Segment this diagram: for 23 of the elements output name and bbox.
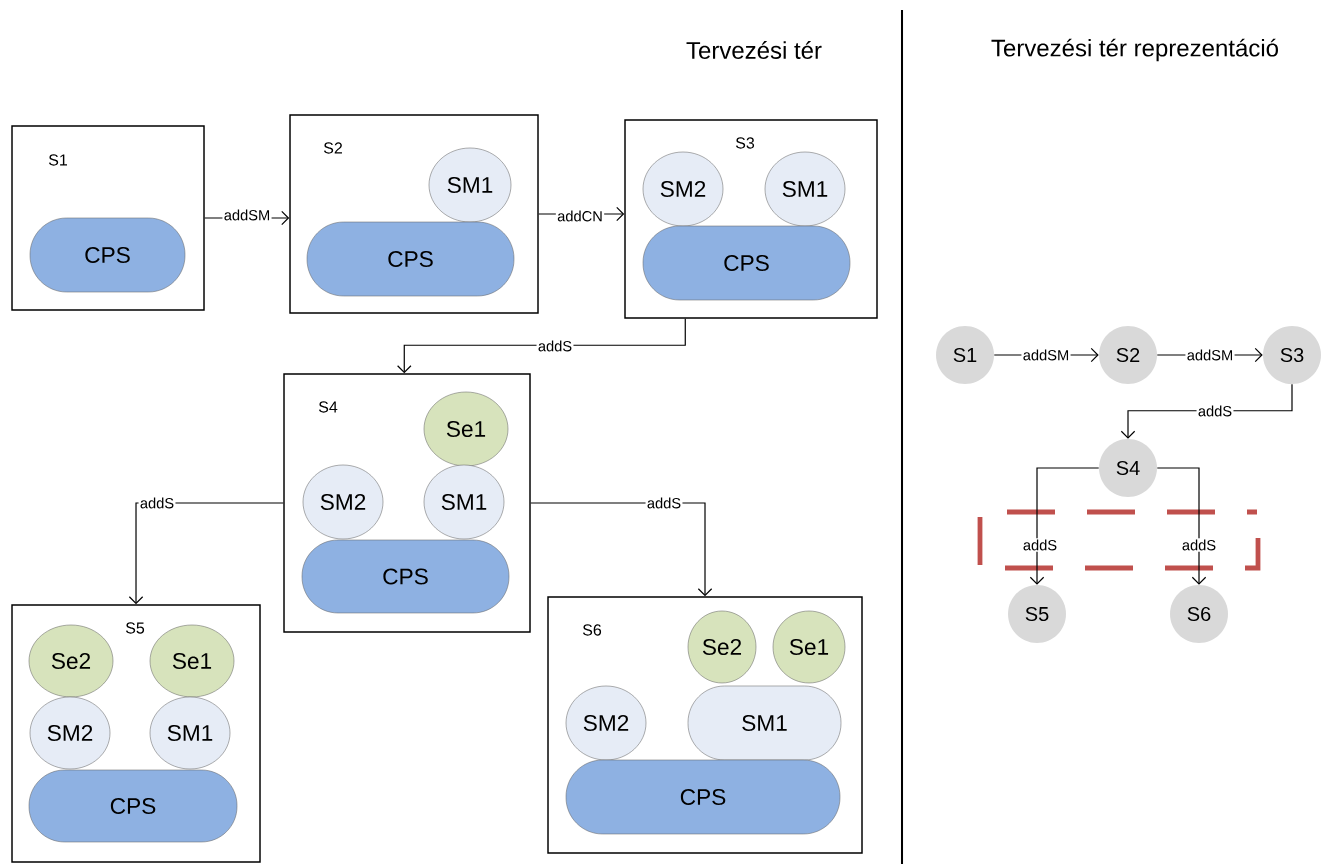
edge-label: addS [645,496,683,510]
arrow [397,318,686,374]
edge-label: addSM [222,208,272,222]
arrow [530,502,713,597]
cps-pill: CPS [642,225,851,301]
cps-pill: CPS [306,221,515,297]
module-pill: SM1 [687,685,842,761]
arrow [1029,467,1100,585]
cps-pill: CPS [301,539,510,614]
edge-label: addS [536,339,574,353]
edge-label: addSM [1185,348,1235,362]
cps-pill: CPS [29,217,186,293]
heading: Tervezési tér [686,41,822,59]
edge-label: addS [1196,404,1234,418]
edge-label: addSM [1021,348,1071,362]
edge-label: addS [138,496,176,510]
heading: Tervezési tér reprezentáció [991,38,1278,62]
edge-label: addS [1021,538,1059,552]
arrow [1156,467,1207,585]
cps-pill: CPS [565,759,841,835]
cps-pill: CPS [28,769,238,843]
edge-label: addCN [555,209,605,223]
edge-label: addS [1180,538,1218,552]
